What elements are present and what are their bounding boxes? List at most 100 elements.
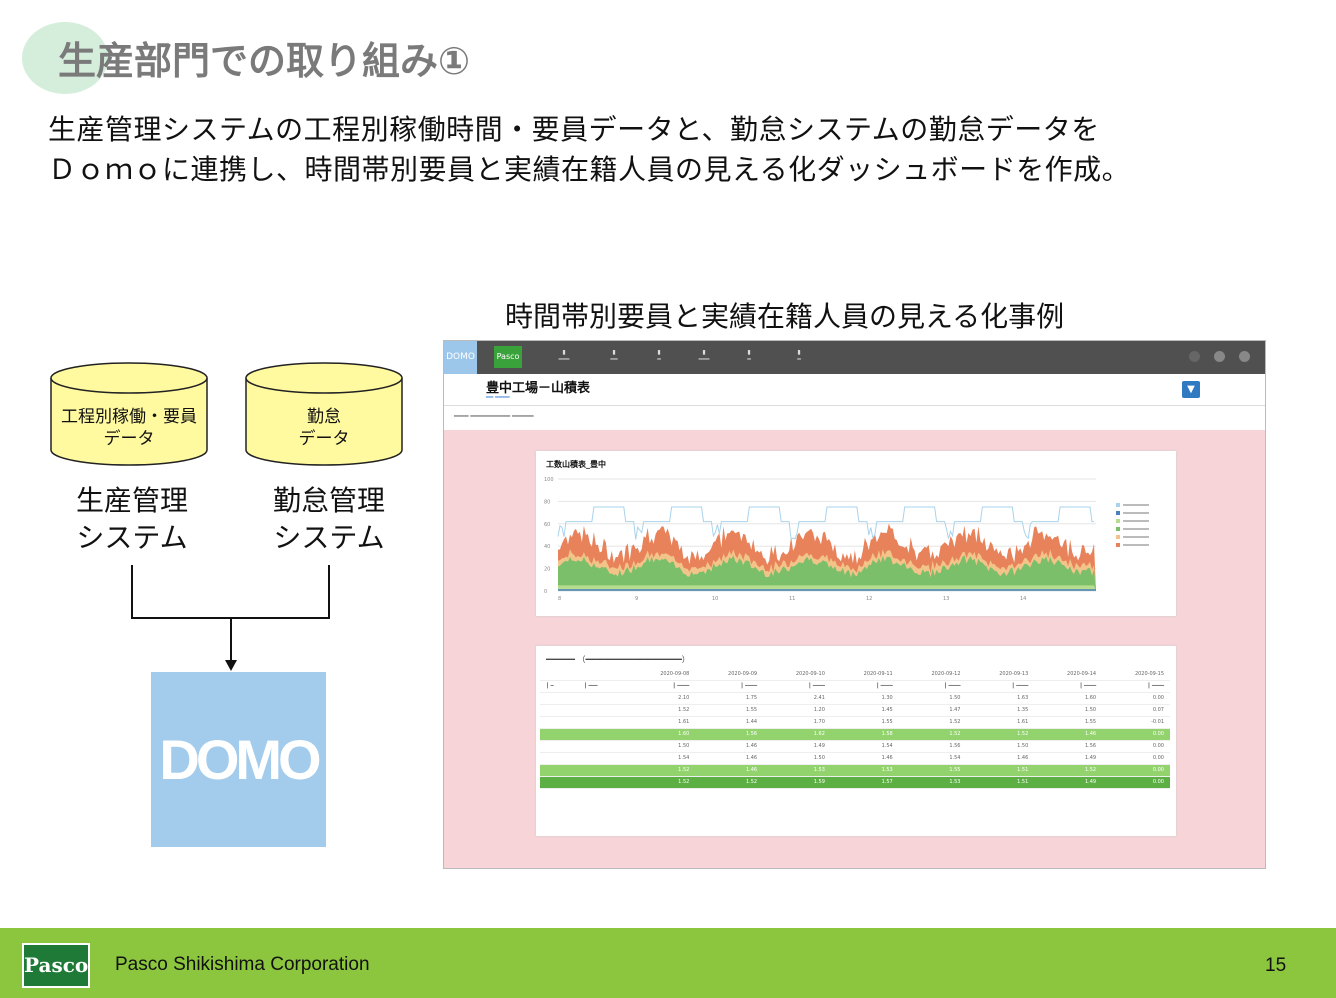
table-cell: 1.46 bbox=[1034, 728, 1103, 741]
table-cell: 0.07 bbox=[1102, 704, 1170, 717]
table-cell: 1.58 bbox=[830, 728, 899, 741]
database-icon-attendance: 勤怠データ bbox=[245, 362, 403, 466]
table-cell: 1.63 bbox=[966, 692, 1035, 705]
x-tick-label: 10 bbox=[712, 596, 718, 602]
table-cell bbox=[577, 764, 628, 777]
table-cell: 1.52 bbox=[627, 704, 696, 717]
x-tick-label: 11 bbox=[789, 596, 795, 602]
table-cell: 1.55 bbox=[1034, 716, 1103, 729]
table-cell: 1.47 bbox=[898, 704, 967, 717]
table-cell: 1.50 bbox=[627, 740, 696, 753]
date-header: 2020-09-09 bbox=[695, 668, 764, 681]
domo-logo: DOMO bbox=[151, 672, 326, 847]
table-cell bbox=[540, 728, 578, 741]
legend-label bbox=[1123, 512, 1149, 514]
table-cell: 1.56 bbox=[695, 728, 764, 741]
table-cell: 1.46 bbox=[966, 752, 1035, 765]
legend-swatch bbox=[1116, 519, 1120, 523]
table-cell: 1.49 bbox=[763, 740, 831, 753]
connector-arrow bbox=[131, 565, 330, 671]
filter-icon: ▼ bbox=[1182, 381, 1200, 398]
legend-label bbox=[1123, 520, 1149, 522]
table-cell: 1.56 bbox=[898, 740, 967, 753]
table-cell: 1.52 bbox=[1034, 764, 1103, 777]
date-header: 2020-09-13 bbox=[966, 668, 1035, 681]
legend-label bbox=[1123, 536, 1149, 538]
y-tick-label: 100 bbox=[544, 477, 554, 483]
sys1-line-1: 生産管理 bbox=[75, 484, 188, 517]
table-header-metric: ┃ ━┃ ━━━┃ ━━━━┃ ━━━━┃ ━━━━┃ ━━━━┃ ━━━━┃ … bbox=[540, 680, 1170, 693]
table-cell: 1.46 bbox=[695, 740, 764, 753]
table-cell: 0.00 bbox=[1102, 776, 1170, 789]
domo-mini-logo: DOMO bbox=[444, 341, 477, 374]
table-cell: 1.60 bbox=[627, 728, 696, 741]
date-header: 2020-09-14 bbox=[1034, 668, 1103, 681]
slide-title: 生産部門での取り組み① bbox=[58, 39, 471, 83]
y-tick-label: 40 bbox=[544, 544, 550, 550]
body-text-line-1: 生産管理システムの工程別稼働時間・要員データと、勤怠システムの勤怠データを bbox=[48, 113, 1100, 146]
table-cell: 1.46 bbox=[695, 752, 764, 765]
table-cell: 1.75 bbox=[695, 692, 764, 705]
x-tick-label: 8 bbox=[558, 596, 561, 602]
table-cell: 1.44 bbox=[695, 716, 764, 729]
db2-label-2: データ bbox=[298, 429, 350, 449]
table-cell: 1.20 bbox=[763, 704, 831, 717]
x-tick-label: 9 bbox=[635, 596, 638, 602]
table-cell: 1.56 bbox=[1034, 740, 1103, 753]
table-cell: 1.52 bbox=[898, 728, 967, 741]
legend-label bbox=[1123, 504, 1149, 506]
table-cell bbox=[577, 692, 628, 705]
table-cell: 1.62 bbox=[763, 728, 831, 741]
table-cell: 1.53 bbox=[763, 764, 831, 777]
x-tick-label: 12 bbox=[866, 596, 872, 602]
screenshot-caption: 時間帯別要員と実績在籍人員の見える化事例 bbox=[505, 300, 1065, 333]
table-cell: 1.50 bbox=[1034, 704, 1103, 717]
table-cell: 1.61 bbox=[627, 716, 696, 729]
line-series bbox=[557, 506, 1094, 540]
table-cell bbox=[540, 752, 578, 765]
dashboard-page-title: 豊中工場－山積表 bbox=[486, 381, 591, 396]
footer-bar bbox=[0, 928, 1336, 998]
pasco-mini-logo: Pasco bbox=[494, 346, 522, 368]
page-number: 15 bbox=[1265, 955, 1287, 976]
pasco-logo: Pasco bbox=[22, 943, 90, 988]
table-cell: 1.52 bbox=[966, 728, 1035, 741]
table-cell bbox=[540, 716, 578, 729]
table-cell bbox=[577, 704, 628, 717]
table-cell: 1.52 bbox=[898, 716, 967, 729]
table-cell bbox=[540, 740, 578, 753]
table-cell: 1.45 bbox=[830, 704, 899, 717]
legend-label bbox=[1123, 528, 1149, 530]
database-icon-production: 工程別稼働・要員データ bbox=[50, 362, 208, 466]
title-bubble bbox=[22, 22, 108, 94]
table-cell: 1.50 bbox=[898, 692, 967, 705]
dashboard-header: 豊中工場－山積表 ━━ ━━━━ ▼ bbox=[444, 374, 1265, 406]
table-cell: 1.59 bbox=[763, 776, 831, 789]
table-cell: 1.55 bbox=[695, 704, 764, 717]
y-tick-label: 20 bbox=[544, 567, 550, 573]
table-cell bbox=[577, 776, 628, 789]
table-cell bbox=[577, 728, 628, 741]
legend-swatch bbox=[1116, 527, 1120, 531]
date-header: 2020-09-15 bbox=[1102, 668, 1170, 681]
table-cell bbox=[540, 704, 578, 717]
x-tick-label: 13 bbox=[943, 596, 949, 602]
table-cell: 1.54 bbox=[627, 752, 696, 765]
table-cell: 1.54 bbox=[830, 740, 899, 753]
table-cell: 1.46 bbox=[695, 764, 764, 777]
chart-title: 工数山積表_豊中 bbox=[546, 460, 606, 469]
table-cell: 2.41 bbox=[763, 692, 831, 705]
legend-swatch bbox=[1116, 535, 1120, 539]
y-tick-label: 0 bbox=[544, 589, 547, 595]
table-cell: 1.61 bbox=[966, 716, 1035, 729]
system-label-production: 生産管理システム bbox=[52, 482, 212, 556]
dashboard-screenshot: DOMO Pasco ▮━━━▮━━▮━▮━━━▮━▮━ 豊中工場－山積表 ━━… bbox=[443, 340, 1266, 869]
table-cell bbox=[540, 692, 578, 705]
